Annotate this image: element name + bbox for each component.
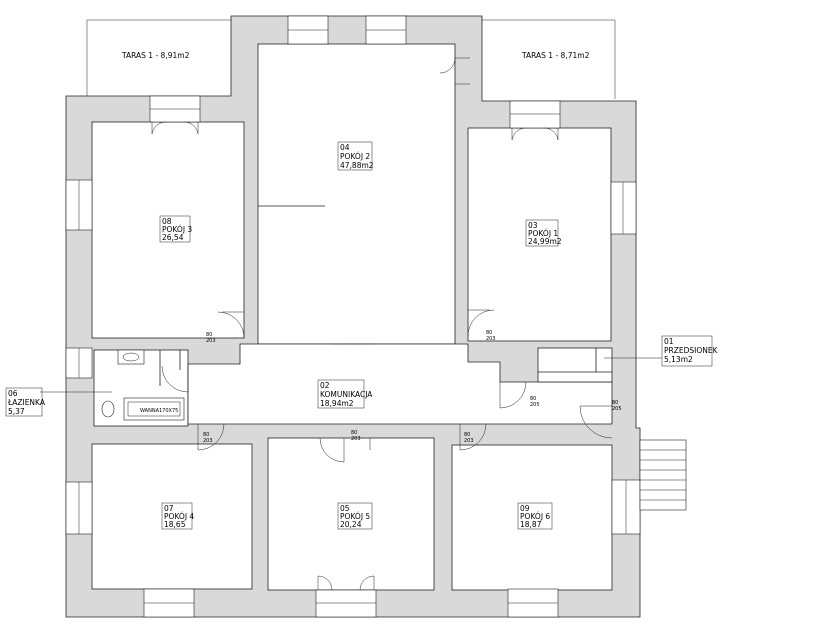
room-komunikacja-area xyxy=(187,343,613,425)
room-label-pokoj-5: 05 POKÓJ 5 20,24 xyxy=(337,502,373,530)
door-przedsionek-inner xyxy=(499,381,527,409)
room-label-komunikacja: 02 KOMUNIKACJA 18,94m2 xyxy=(317,379,373,409)
svg-text:24,99m2: 24,99m2 xyxy=(528,237,562,246)
svg-text:02: 02 xyxy=(320,381,330,390)
door-tag: 205 xyxy=(530,402,540,408)
svg-text:POKÓJ 4: POKÓJ 4 xyxy=(164,512,194,521)
washbasin-icon xyxy=(117,349,145,365)
room-pokoj-5-area xyxy=(267,437,435,591)
svg-text:05: 05 xyxy=(340,504,350,513)
door-pokoj4 xyxy=(197,423,225,451)
door-tag: 80 xyxy=(612,400,618,406)
svg-text:47,88m2: 47,88m2 xyxy=(340,161,374,170)
window-pokoj5-bottom xyxy=(315,589,377,618)
terrace-right-label: TARAS 1 - 8,71m2 xyxy=(521,51,590,60)
svg-text:POKÓJ 2: POKÓJ 2 xyxy=(340,152,370,161)
door-tag: 203 xyxy=(206,338,216,344)
window-pokoj1-top xyxy=(509,100,561,129)
door-tag: 80 xyxy=(530,396,536,402)
door-pokoj3-balcony xyxy=(151,121,199,135)
bathroom-fixtures: WANNA170X75 xyxy=(101,349,185,421)
door-tag: 80 xyxy=(203,432,209,438)
svg-text:26,54: 26,54 xyxy=(162,233,184,242)
bathtub-label: WANNA170X75 xyxy=(140,408,178,414)
svg-text:KOMUNIKACJA: KOMUNIKACJA xyxy=(320,390,373,399)
terrace-right xyxy=(480,19,616,99)
svg-text:18,94m2: 18,94m2 xyxy=(320,399,354,408)
room-interiors xyxy=(91,43,613,591)
door-pokoj1-balcony xyxy=(511,127,559,141)
door-tag: 203 xyxy=(203,438,213,444)
room-przedsionek-area xyxy=(537,347,613,383)
svg-text:04: 04 xyxy=(340,143,350,152)
door-pokoj1 xyxy=(467,309,495,337)
door-lazienka xyxy=(161,365,189,393)
door-entrance xyxy=(579,405,613,439)
door-terrace-right xyxy=(439,57,470,85)
toilet-icon xyxy=(101,400,115,418)
door-tag: 205 xyxy=(612,406,622,412)
room-label-pokoj-6: 09 POKÓJ 6 18,87 xyxy=(517,502,553,530)
svg-text:07: 07 xyxy=(164,504,174,513)
door-pokoj6 xyxy=(459,423,487,451)
svg-text:20,24: 20,24 xyxy=(340,520,362,529)
room-pokoj-6-area xyxy=(451,444,613,591)
svg-text:POKÓJ 5: POKÓJ 5 xyxy=(340,512,370,521)
door-tag: 203 xyxy=(351,436,361,442)
door-tag: 203 xyxy=(486,336,496,342)
door-tag: 80 xyxy=(206,332,212,338)
windows xyxy=(65,15,641,618)
svg-text:18,65: 18,65 xyxy=(164,520,186,529)
svg-text:08: 08 xyxy=(162,217,172,226)
door-tags: 80 203 80 203 80 203 80 203 80 203 80 20… xyxy=(203,330,622,444)
window-pokoj1-right xyxy=(610,181,637,235)
door-pokoj3 xyxy=(217,311,245,339)
room-label-pokoj-1: 03 POKÓJ 1 24,99m2 xyxy=(525,219,562,247)
room-label-pokoj-3: 08 POKÓJ 3 26,54 xyxy=(159,215,192,243)
room-pokoj-3-area xyxy=(91,121,245,339)
room-label-pokoj-2: 04 POKÓJ 2 47,88m2 xyxy=(337,141,374,171)
svg-text:5,13m2: 5,13m2 xyxy=(664,355,693,364)
room-pokoj-1-area xyxy=(467,127,612,342)
svg-text:PRZEDSIONEK: PRZEDSIONEK xyxy=(664,346,719,355)
door-tag: 80 xyxy=(351,430,357,436)
room-label-pokoj-4: 07 POKÓJ 4 18,65 xyxy=(161,502,194,530)
svg-text:5,37: 5,37 xyxy=(8,407,25,416)
door-pokoj5-bottom xyxy=(317,575,375,591)
partitions xyxy=(159,205,612,386)
svg-text:POKÓJ 1: POKÓJ 1 xyxy=(528,229,558,238)
doors xyxy=(151,57,613,591)
entrance-stairs xyxy=(639,439,687,511)
door-pokoj5 xyxy=(319,437,371,463)
door-tag: 80 xyxy=(486,330,492,336)
door-tag: 203 xyxy=(464,438,474,444)
room-pokoj-4-area xyxy=(91,443,253,590)
terrace-left-label: TARAS 1 - 8,91m2 xyxy=(121,51,190,60)
svg-text:POKÓJ 3: POKÓJ 3 xyxy=(162,225,192,234)
room-label-przedsionek: 01 PRZEDSIONEK 5,13m2 xyxy=(604,335,719,367)
svg-text:06: 06 xyxy=(8,389,18,398)
svg-text:01: 01 xyxy=(664,337,674,346)
svg-text:18,87: 18,87 xyxy=(520,520,542,529)
door-tag: 80 xyxy=(464,432,470,438)
room-label-lazienka: 06 ŁAZIENKA 5,37 xyxy=(5,387,112,417)
bathtub-icon xyxy=(123,397,185,421)
terrace-left xyxy=(86,19,232,97)
svg-text:ŁAZIENKA: ŁAZIENKA xyxy=(7,398,46,407)
svg-text:03: 03 xyxy=(528,221,538,230)
svg-text:09: 09 xyxy=(520,504,530,513)
room-pokoj-2-area xyxy=(257,43,456,345)
svg-text:POKÓJ 6: POKÓJ 6 xyxy=(520,512,550,521)
